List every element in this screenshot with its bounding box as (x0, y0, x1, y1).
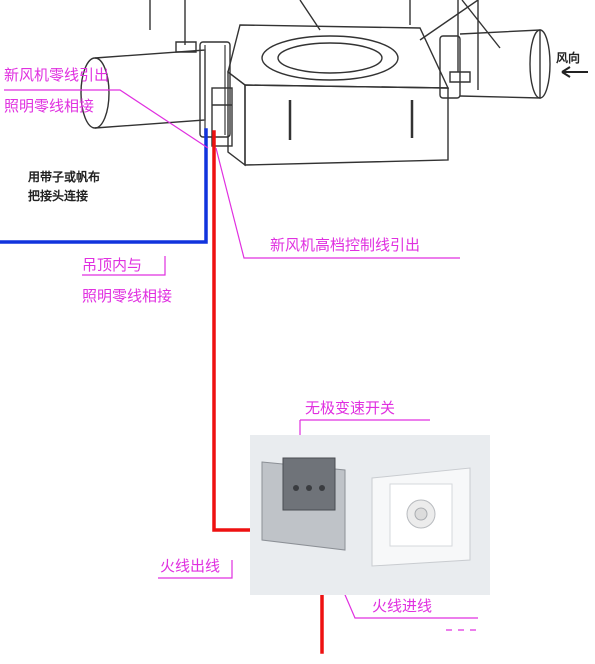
unit-box-top (227, 24, 450, 89)
annotation-leaders (4, 89, 478, 631)
left-duct-opening (80, 57, 110, 129)
label-ceiling-2: 照明零线相接 (82, 287, 172, 305)
right-duct-opening (529, 29, 551, 99)
neutral-wire (0, 128, 208, 244)
label-fan-neutral-2: 照明零线相接 (4, 97, 94, 115)
fresh-air-unit-drawing (80, 0, 551, 167)
top-port-inner (277, 42, 383, 74)
label-live-out: 火线出线 (160, 557, 220, 575)
switch-photo (250, 435, 490, 595)
label-fan-neutral-1: 新风机零线引出 (4, 66, 109, 84)
label-ceiling-1: 吊顶内与 (82, 256, 142, 274)
cable-box (211, 87, 233, 147)
labels: 新风机零线引出 照明零线相接 用带子或帆布 把接头连接 新风机高档控制线引出 吊… (4, 66, 432, 615)
label-tape-1: 用带子或帆布 (27, 169, 100, 184)
switch-terminal-block (282, 457, 336, 511)
wind-direction-label: 风向 (556, 50, 580, 65)
right-flange (439, 35, 461, 99)
unit-box-side (244, 84, 449, 166)
leader-fan-neutral (4, 89, 209, 149)
right-duct (459, 29, 541, 99)
arrow-left-icon (561, 66, 588, 78)
label-high-speed: 新风机高档控制线引出 (270, 236, 420, 254)
leader-live-out (158, 560, 233, 579)
wind-direction: 风向 (556, 50, 588, 78)
label-tape-2: 把接头连接 (28, 188, 88, 203)
leader-high-speed (215, 147, 460, 259)
leader-ceiling (82, 256, 166, 276)
label-switch: 无极变速开关 (305, 399, 395, 417)
top-port-outer (261, 35, 399, 81)
label-live-in: 火线进线 (372, 597, 432, 615)
left-duct (94, 49, 206, 129)
